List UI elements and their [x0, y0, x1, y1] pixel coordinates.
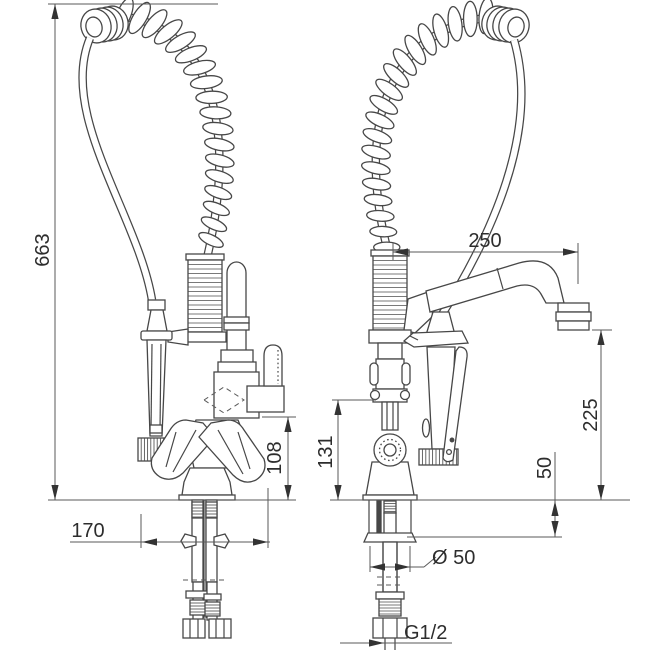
shank-side	[362, 500, 418, 650]
hose-hook-side	[481, 5, 530, 44]
dim-deck-thickness: 50	[534, 457, 556, 479]
riser-side	[362, 329, 418, 501]
front-view	[78, 0, 285, 639]
spring-hose-front	[114, 0, 235, 259]
side-view	[361, 0, 592, 650]
hose-ribbed-section-front	[183, 253, 227, 343]
dim-base-diameter: Ø 50	[432, 547, 475, 569]
spring-hose-side	[361, 0, 495, 258]
valve-knob-right-front	[198, 419, 266, 483]
dim-front-body-height: 108	[264, 441, 286, 474]
base-front	[178, 467, 236, 501]
dim-front-width: 170	[71, 520, 104, 542]
dim-inlet-thread: G1/2	[404, 622, 447, 644]
dimension-annotations: 663 170 108 131 250 225 50 Ø 50 G1/2	[32, 3, 630, 647]
dim-side-body-height: 131	[315, 435, 337, 468]
spray-hose-front	[78, 36, 157, 301]
hose-ribbed-section-side	[370, 249, 410, 331]
hose-hook-front	[80, 5, 129, 44]
dim-spout-outlet-height: 225	[580, 398, 602, 431]
spray-gun-side	[402, 311, 470, 466]
valve-knob-left-front	[150, 419, 216, 480]
swing-spout-side	[403, 260, 592, 334]
dim-overall-height: 663	[32, 233, 54, 266]
dim-spout-reach: 250	[468, 230, 501, 252]
supply-pipes-front	[180, 499, 232, 639]
spout-front	[221, 261, 252, 365]
